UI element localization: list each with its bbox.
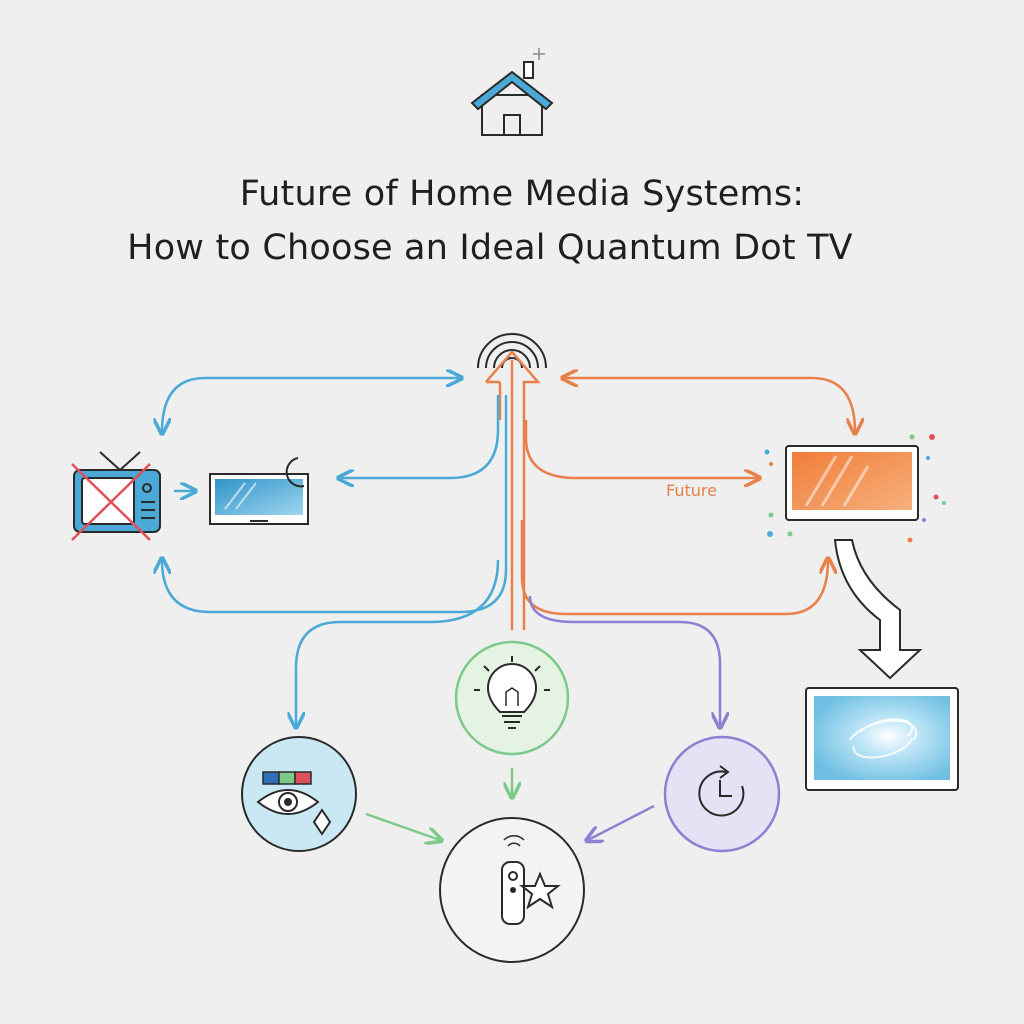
crossed-out-crt-tv-icon: [71, 451, 161, 541]
refresh-clock-icon: [663, 735, 781, 853]
blue-connectors: [162, 378, 508, 726]
galaxy-screen-tv-icon: [805, 687, 959, 791]
remote-star-icon: [439, 817, 585, 963]
page-title-line-1: Future of Home Media Systems:: [239, 174, 805, 214]
eye-color-swatch-icon: [241, 736, 357, 852]
colorful-tv-icon: [764, 434, 946, 543]
orange-connectors: [520, 378, 855, 616]
central-up-arrow: [485, 350, 541, 630]
future-edge-label: Future: [666, 481, 717, 500]
tv-moon-icon: [209, 457, 309, 525]
lightbulb-icon: [454, 640, 570, 756]
confetti-dots: [764, 434, 946, 543]
house-icon: [470, 48, 554, 136]
page-title-line-2: How to Choose an Ideal Quantum Dot TV: [127, 228, 853, 268]
green-connectors: [365, 768, 512, 840]
purple-connectors: [528, 595, 720, 840]
curved-down-arrow: [833, 539, 923, 680]
